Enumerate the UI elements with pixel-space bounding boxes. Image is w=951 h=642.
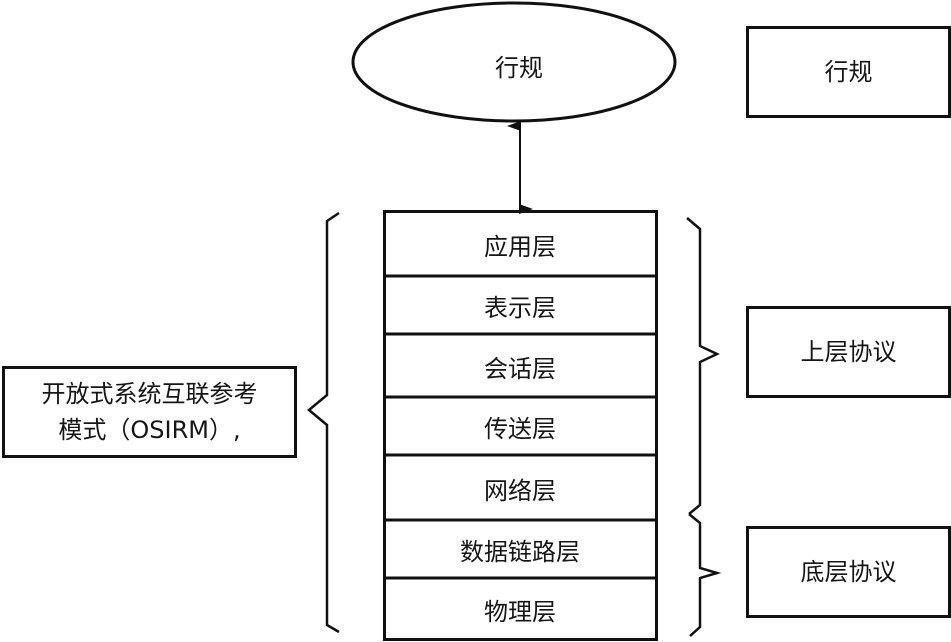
layer-presentation: 表示层 [484,294,556,322]
layer-application: 应用层 [484,233,556,261]
osi-model-label: 开放式系统互联参考 模式（OSIRM）, [2,366,297,458]
lower-protocols-label: 底层协议 [800,558,897,586]
osi-layer-stack [383,210,658,641]
osi-model-label-line1: 开放式系统互联参考 [41,380,258,408]
layer-dividers [384,274,657,580]
layer-transport: 传送层 [484,415,556,443]
upper-protocols-brace [686,217,720,515]
layer-data-link: 数据链路层 [460,538,580,566]
layer-session: 会话层 [484,354,556,383]
osi-model-box [2,366,297,458]
layer-physical: 物理层 [484,598,556,626]
upper-protocols-box [746,306,951,398]
profile-box [746,26,951,118]
upper-protocols-label: 上层协议 [800,338,897,366]
profile-box-label: 行规 [824,58,873,86]
left-brace [307,211,340,634]
layer-network: 网络层 [484,476,556,505]
osi-model-label-line2: 模式（OSIRM）, [58,416,241,444]
lower-protocols-brace [688,513,722,637]
lower-protocols-box [746,526,951,618]
profile-ellipse-label: 行规 [495,54,543,82]
